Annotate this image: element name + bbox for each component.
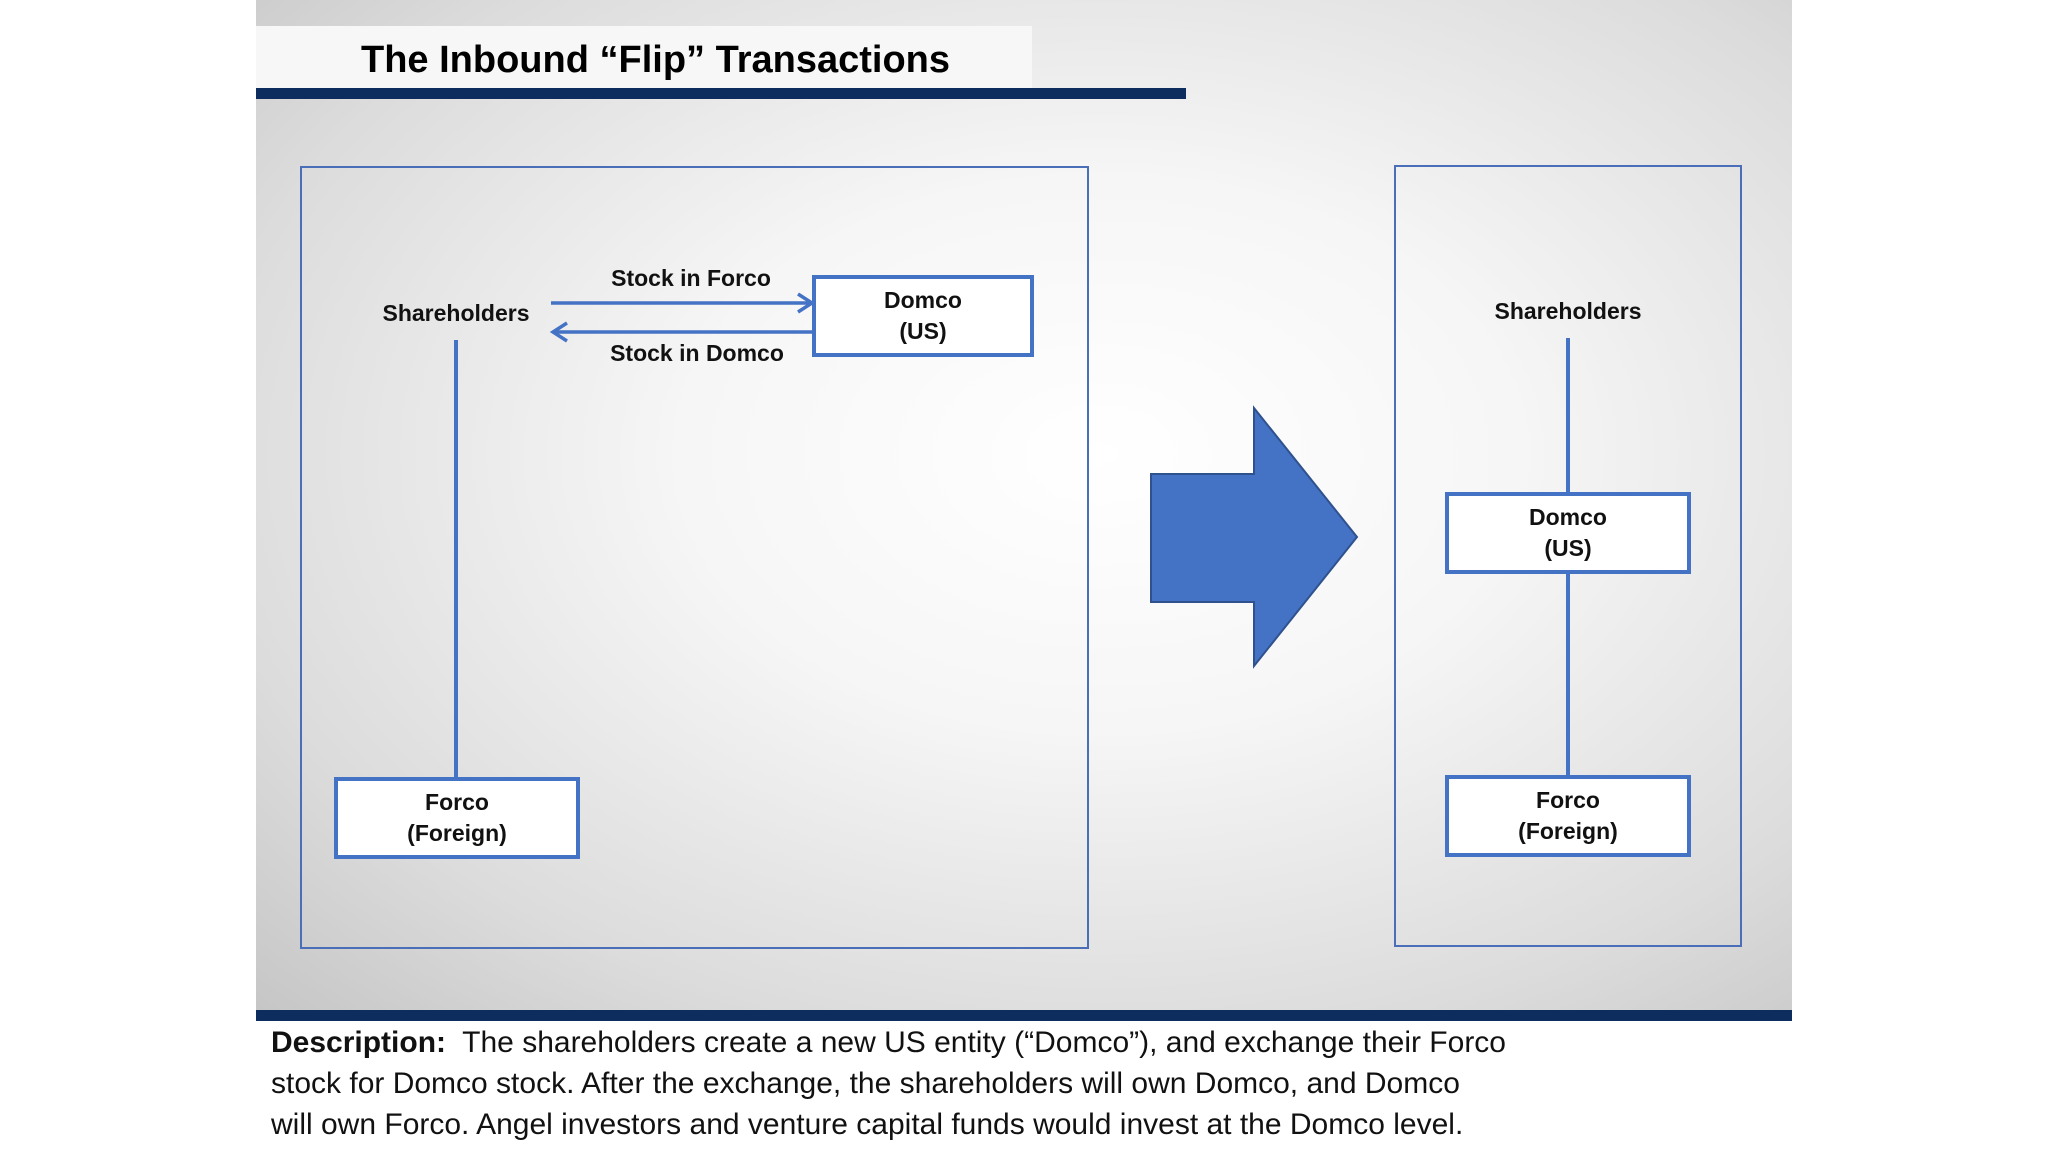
after-shareholders-domco-line [1566,338,1570,494]
description-line-1: Description: The shareholders create a n… [271,1022,1591,1063]
before-panel [300,166,1089,949]
description-heading: Description: [271,1026,447,1059]
after-forco-jurisdiction: (Foreign) [1518,818,1618,844]
after-forco-name: Forco [1536,787,1600,813]
before-forco-box: Forco (Foreign) [334,777,580,859]
before-domco-name: Domco [884,287,962,313]
before-shareholders-forco-line [454,340,458,778]
title-underline [256,88,1186,99]
after-domco-forco-line [1566,572,1570,778]
before-shareholders-label: Shareholders [382,300,530,326]
description-line-2: stock for Domco stock. After the exchang… [271,1067,1460,1100]
after-domco-box: Domco (US) [1445,492,1691,574]
description-text-1: The shareholders create a new US entity … [462,1026,1506,1059]
stock-in-domco-label: Stock in Domco [610,340,784,366]
before-domco-jurisdiction: (US) [899,318,947,344]
description-rule [256,1010,1792,1021]
before-domco-box: Domco (US) [812,275,1034,357]
title-box [256,26,1032,88]
before-forco-jurisdiction: (Foreign) [407,820,507,846]
stock-in-forco-label: Stock in Forco [611,265,771,291]
after-forco-box: Forco (Foreign) [1445,775,1691,857]
after-domco-jurisdiction: (US) [1544,535,1592,561]
description-line-3: will own Forco. Angel investors and vent… [271,1108,1464,1141]
after-shareholders-label: Shareholders [1494,298,1642,324]
after-domco-name: Domco [1529,504,1607,530]
before-forco-name: Forco [425,789,489,815]
after-panel [1394,165,1742,947]
description-block: Description: The shareholders create a n… [271,1022,1591,1145]
slide-title: The Inbound “Flip” Transactions [361,39,951,81]
